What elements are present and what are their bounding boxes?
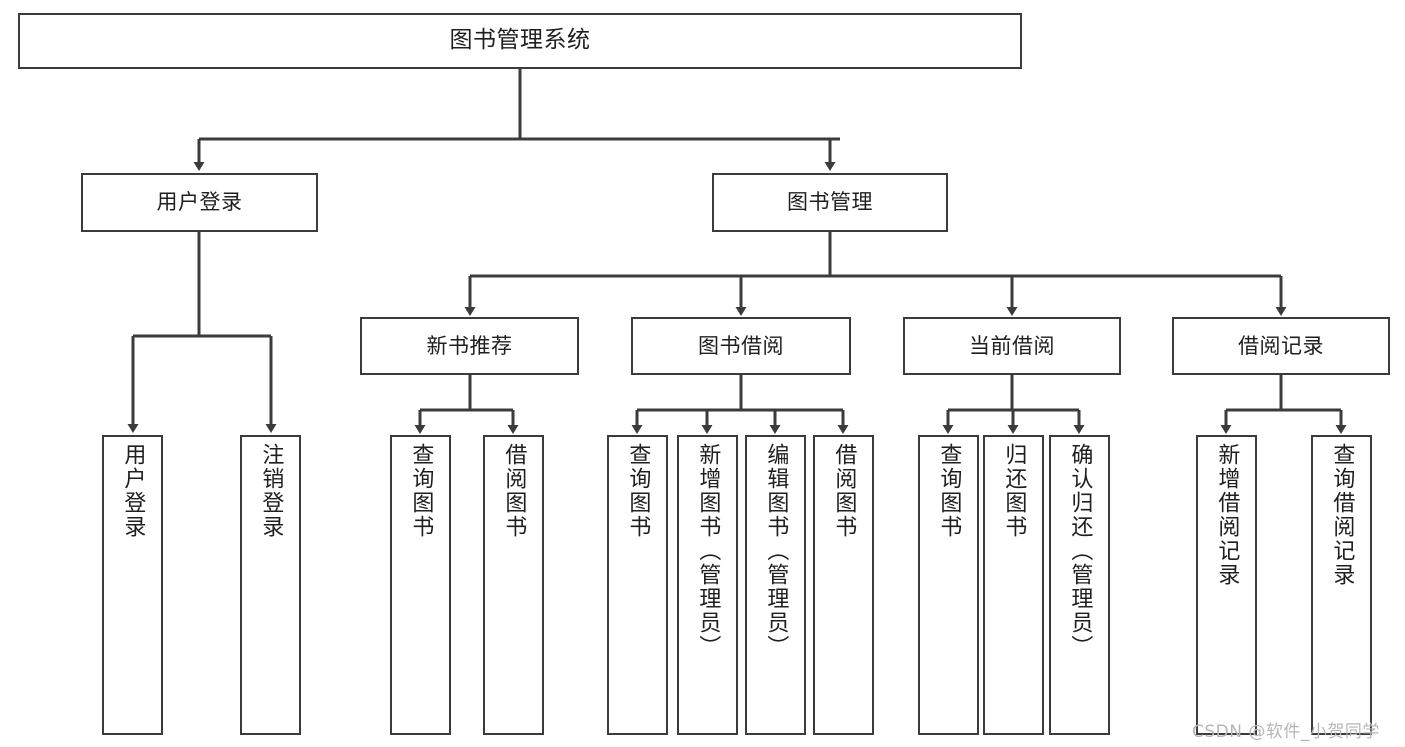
node-root[interactable]: 图书管理系统 bbox=[18, 13, 1022, 69]
node-user-login[interactable]: 用户登录 bbox=[81, 173, 318, 232]
node-leaf-query-book-3-label: 查询图书 bbox=[936, 443, 962, 539]
node-leaf-confirm-return[interactable]: 确认归还（管理员） bbox=[1049, 435, 1110, 735]
node-leaf-add-record-label: 新增借阅记录 bbox=[1214, 443, 1240, 587]
csdn-watermark: CSDN @软件_小贺同学 bbox=[1192, 722, 1380, 742]
node-book-borrow-label: 图书借阅 bbox=[698, 333, 784, 358]
node-leaf-query-record-label: 查询借阅记录 bbox=[1329, 443, 1355, 587]
node-borrow-record[interactable]: 借阅记录 bbox=[1172, 317, 1390, 375]
node-user-login-label: 用户登录 bbox=[156, 190, 243, 215]
node-leaf-borrow-book-2-label: 借阅图书 bbox=[831, 443, 857, 539]
node-leaf-user-login[interactable]: 用户登录 bbox=[102, 435, 163, 735]
node-current-borrow-label: 当前借阅 bbox=[969, 333, 1055, 358]
node-leaf-add-record[interactable]: 新增借阅记录 bbox=[1196, 435, 1257, 735]
node-leaf-return-book[interactable]: 归还图书 bbox=[983, 435, 1044, 735]
node-book-manage[interactable]: 图书管理 bbox=[712, 173, 948, 232]
node-leaf-query-book-3[interactable]: 查询图书 bbox=[918, 435, 979, 735]
node-leaf-user-logout-label: 注销登录 bbox=[258, 443, 284, 539]
node-root-label: 图书管理系统 bbox=[449, 27, 591, 54]
node-leaf-query-book-1-label: 查询图书 bbox=[408, 443, 434, 539]
node-leaf-add-book[interactable]: 新增图书（管理员） bbox=[677, 435, 738, 735]
node-leaf-edit-book-label: 编辑图书（管理员） bbox=[763, 443, 789, 659]
node-leaf-query-book-1[interactable]: 查询图书 bbox=[390, 435, 451, 735]
node-leaf-edit-book[interactable]: 编辑图书（管理员） bbox=[745, 435, 806, 735]
node-borrow-record-label: 借阅记录 bbox=[1238, 333, 1324, 358]
node-new-book-recommend-label: 新书推荐 bbox=[426, 333, 513, 358]
node-leaf-query-book-2[interactable]: 查询图书 bbox=[607, 435, 668, 735]
node-leaf-confirm-return-label: 确认归还（管理员） bbox=[1067, 443, 1093, 659]
node-leaf-borrow-book-1-label: 借阅图书 bbox=[501, 443, 527, 539]
node-leaf-borrow-book-2[interactable]: 借阅图书 bbox=[813, 435, 874, 735]
node-book-borrow[interactable]: 图书借阅 bbox=[631, 317, 851, 375]
node-leaf-user-login-label: 用户登录 bbox=[120, 443, 146, 539]
node-leaf-add-book-label: 新增图书（管理员） bbox=[695, 443, 721, 659]
node-new-book-recommend[interactable]: 新书推荐 bbox=[360, 317, 579, 375]
node-leaf-borrow-book-1[interactable]: 借阅图书 bbox=[483, 435, 544, 735]
node-leaf-query-book-2-label: 查询图书 bbox=[625, 443, 651, 539]
node-leaf-return-book-label: 归还图书 bbox=[1001, 443, 1027, 539]
node-leaf-query-record[interactable]: 查询借阅记录 bbox=[1311, 435, 1372, 735]
node-current-borrow[interactable]: 当前借阅 bbox=[903, 317, 1121, 375]
node-book-manage-label: 图书管理 bbox=[787, 190, 873, 215]
node-leaf-user-logout[interactable]: 注销登录 bbox=[240, 435, 301, 735]
